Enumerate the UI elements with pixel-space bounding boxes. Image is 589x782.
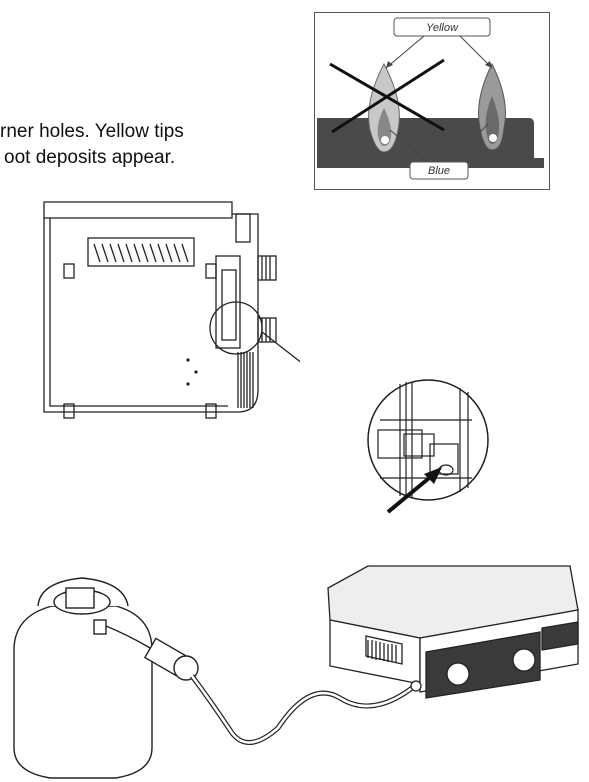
griddle-side-diagram bbox=[43, 201, 300, 419]
pointer-line bbox=[389, 129, 429, 163]
regulator-icon bbox=[143, 637, 199, 681]
zoom-detail-diagram bbox=[367, 379, 489, 514]
yellow-flame-icon bbox=[368, 62, 400, 153]
yellow-label: Yellow bbox=[426, 22, 459, 34]
pointer-line bbox=[459, 35, 493, 69]
blue-flame-icon bbox=[478, 62, 506, 151]
burner-bar bbox=[317, 118, 544, 168]
cross-mark-icon bbox=[329, 58, 445, 134]
instruction-text-line-2: oot deposits appear. bbox=[4, 147, 176, 168]
arrow-icon bbox=[386, 467, 442, 514]
gas-hose bbox=[189, 674, 414, 745]
pointer-line bbox=[449, 123, 489, 163]
griddle-icon bbox=[327, 565, 579, 699]
blue-label-box bbox=[409, 161, 469, 180]
propane-connection-diagram: Cuisinart bbox=[13, 565, 579, 779]
propane-tank-icon bbox=[13, 577, 153, 779]
pointer-line bbox=[385, 35, 425, 69]
instruction-text-line-1: rner holes. Yellow tips bbox=[0, 121, 184, 142]
yellow-label-box bbox=[393, 17, 491, 37]
blue-label: Blue bbox=[428, 165, 450, 177]
flame-diagram: Yellow Blue bbox=[314, 12, 550, 190]
